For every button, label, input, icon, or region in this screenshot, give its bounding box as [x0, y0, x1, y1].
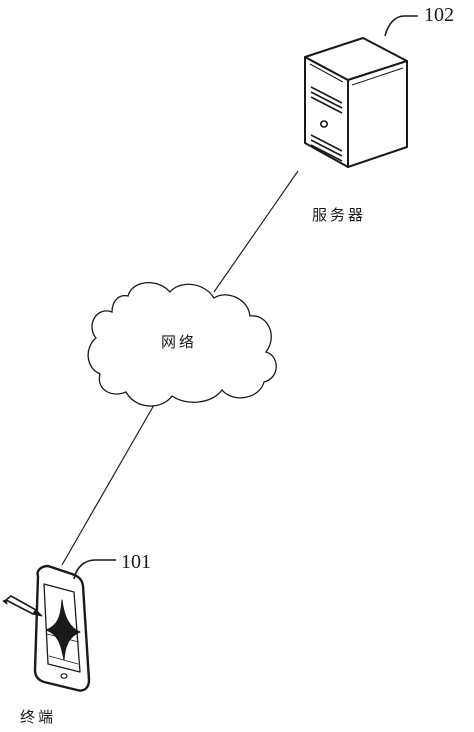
- server-ref-number: 102: [424, 4, 454, 26]
- network-terminal-link: [61, 397, 159, 566]
- network-label: 网络: [161, 333, 197, 351]
- terminal-icon: [2, 564, 91, 692]
- server-icon: [304, 37, 408, 168]
- server-label: 服务器: [312, 206, 366, 224]
- server-network-link: [213, 170, 299, 293]
- network-cloud: [87, 282, 277, 407]
- terminal-label: 终端: [20, 708, 56, 726]
- terminal-callout-line: [73, 559, 116, 580]
- terminal-ref-number: 101: [121, 551, 151, 573]
- server-callout-line: [384, 15, 418, 37]
